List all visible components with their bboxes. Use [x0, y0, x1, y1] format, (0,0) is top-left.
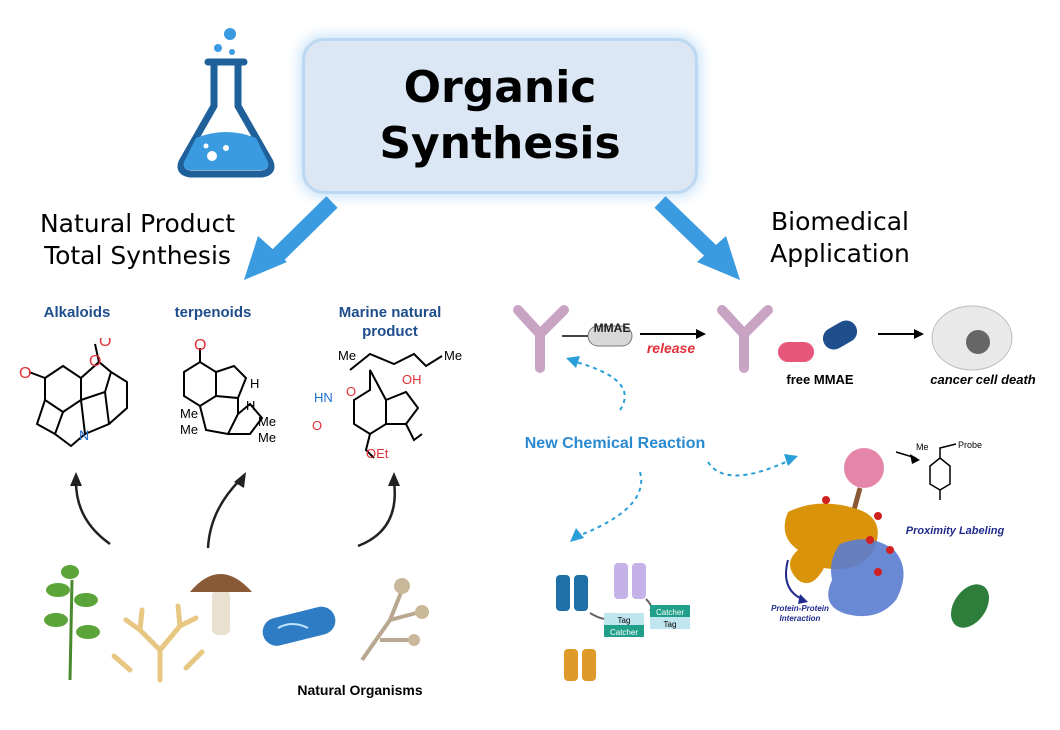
ter-me2: Me — [180, 422, 198, 437]
proximity-label: Proximity Labeling — [905, 525, 1005, 537]
title-line2: Synthesis — [379, 118, 621, 169]
class-marine-line1: Marine natural — [338, 304, 442, 321]
ter-h1: H — [250, 376, 259, 391]
ppi-line2: Interaction — [779, 614, 821, 623]
branch-arrows — [244, 196, 740, 280]
left-heading-line2: Total Synthesis — [44, 241, 231, 270]
class-alkaloids: Alkaloids — [43, 304, 111, 321]
right-heading: Biomedical Application — [740, 206, 940, 270]
title-box: Organic Synthesis — [302, 38, 698, 194]
cancer-label: cancer cell death — [930, 372, 1036, 387]
mar-o1: O — [346, 384, 356, 399]
ppi-label: Protein-Protein Interaction — [760, 604, 840, 624]
title-line1: Organic — [403, 62, 597, 113]
ter-me1: Me — [180, 406, 198, 421]
ter-h2: H — [246, 398, 255, 413]
tag-label-1: Tag — [618, 616, 631, 625]
dashed-arrows — [566, 356, 798, 542]
alkaloid-structure: O O O N — [19, 338, 128, 448]
organism-arrows — [70, 472, 400, 549]
bacterium-icon — [262, 606, 336, 646]
protein-fragment-icon — [950, 584, 990, 628]
catcher-label-1: Catcher — [610, 628, 638, 637]
left-heading: Natural Product Total Synthesis — [20, 208, 255, 272]
mushroom-icon — [190, 574, 252, 635]
antibody-icon — [513, 305, 569, 373]
alk-o1: O — [19, 365, 31, 382]
alk-o2: O — [89, 353, 101, 370]
mar-me2: Me — [444, 348, 462, 363]
catcher-tag-icon: Tag Catcher Catcher Tag — [556, 563, 690, 681]
new-reaction-label: New Chemical Reaction — [524, 435, 706, 452]
mar-oet: OEt — [366, 446, 389, 461]
alk-n: N — [79, 427, 89, 443]
organisms-label: Natural Organisms — [297, 682, 423, 698]
ter-o: O — [194, 338, 206, 354]
class-marine: Marine natural product — [320, 303, 460, 341]
coral-icon — [111, 603, 205, 683]
cancer-cell-icon — [931, 305, 1013, 371]
release-label: release — [646, 340, 696, 356]
ppi-line1: Protein-Protein — [771, 604, 829, 613]
protein-complex-icon: Me Probe — [784, 440, 990, 628]
right-heading-line1: Biomedical — [771, 207, 909, 236]
flask-icon — [177, 28, 275, 178]
alk-o3: O — [99, 338, 111, 350]
catcher-label-2: Catcher — [656, 608, 684, 617]
right-heading-line2: Application — [770, 239, 910, 268]
left-arrow — [244, 196, 338, 280]
ter-me3: Me — [258, 414, 276, 429]
mar-hn: HN — [314, 390, 333, 405]
mold-icon — [360, 589, 421, 662]
mar-o2: O — [312, 418, 322, 433]
class-terpenoids: terpenoids — [174, 304, 252, 321]
adc-row — [513, 305, 1013, 373]
capsule-icon — [778, 320, 858, 362]
probe-me: Me — [916, 442, 929, 452]
mar-oh: OH — [402, 372, 422, 387]
mmae-pill-icon — [587, 325, 633, 347]
antibody-icon — [717, 305, 773, 373]
ter-me4: Me — [258, 430, 276, 445]
plant-icon — [44, 565, 100, 681]
mmae-tag: MMAE — [593, 321, 631, 335]
right-arrow — [654, 196, 740, 280]
left-heading-line1: Natural Product — [39, 209, 236, 238]
probe-label: Probe — [958, 440, 982, 450]
class-marine-line2: product — [362, 323, 418, 340]
marine-structure: Me Me OH HN O O OEt — [312, 348, 462, 461]
mar-me1: Me — [338, 348, 356, 363]
organisms — [44, 565, 429, 683]
free-mmae-label: free MMAE — [786, 372, 854, 387]
terpenoid-structure: O H H Me Me Me Me — [180, 338, 276, 445]
tag-label-2: Tag — [664, 620, 677, 629]
